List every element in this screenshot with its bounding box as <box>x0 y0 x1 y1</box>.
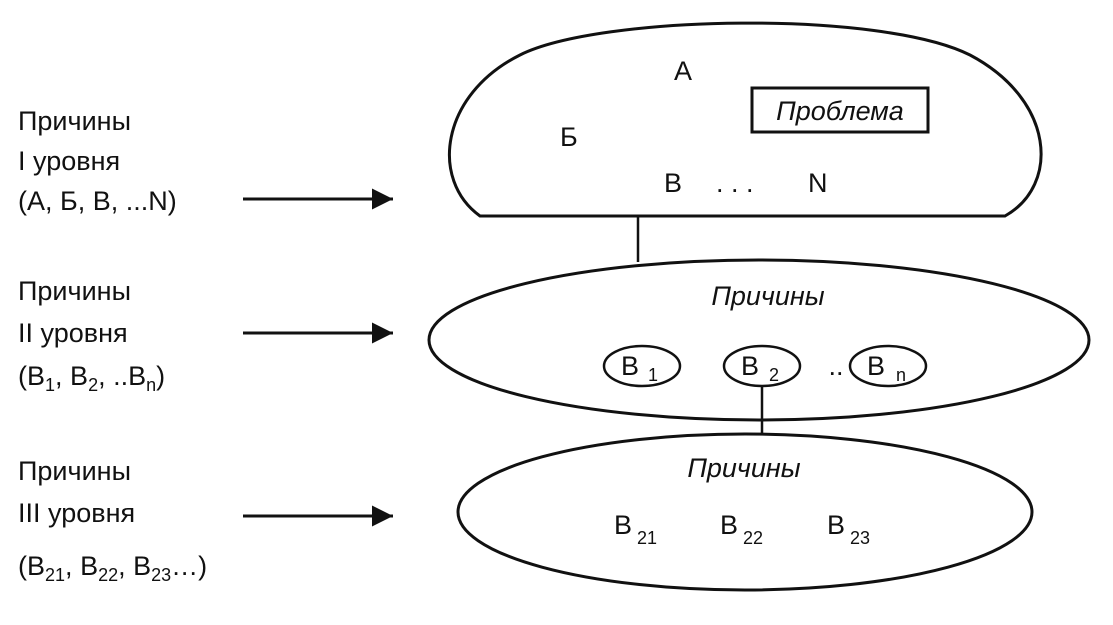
cause-b21-sub: 21 <box>637 528 657 548</box>
level-3-title: Причины <box>18 456 131 486</box>
cause-b22: В 22 <box>720 510 763 548</box>
level-3-ellipse-title: Причины <box>687 453 800 483</box>
problem-dome <box>448 21 1043 218</box>
level-1-title: Причины <box>18 106 131 136</box>
cause-b21-base: В <box>614 510 632 540</box>
cause-b1-sub: 1 <box>648 365 658 385</box>
cause-b23: В 23 <box>827 510 870 548</box>
cause-v: В <box>664 168 682 198</box>
cause-bn-base: В <box>867 351 885 381</box>
level-3-label: Причины III уровня (В21, В22, В23…) <box>18 456 207 585</box>
cause-b1-node: В 1 <box>602 344 682 388</box>
cause-a: А <box>674 56 692 86</box>
cause-bn-node: В n <box>848 344 928 388</box>
level-2-ellipse <box>427 258 1091 422</box>
cause-dots: . . . <box>716 168 754 198</box>
level-1-list: (А, Б, В, ...N) <box>18 186 177 216</box>
middle-dots: .. <box>828 351 843 381</box>
level-2-title: Причины <box>18 276 131 306</box>
cause-b22-sub: 22 <box>743 528 763 548</box>
level-2-ellipse-title: Причины <box>711 281 824 311</box>
cause-b2-node: В 2 <box>722 344 802 388</box>
problem-label: Проблема <box>776 96 904 126</box>
cause-b2-sub: 2 <box>769 365 779 385</box>
cause-b: Б <box>560 122 578 152</box>
level-1-subtitle: I уровня <box>18 146 120 176</box>
level-1-label: Причины I уровня (А, Б, В, ...N) <box>18 106 177 216</box>
level-3-subtitle: III уровня <box>18 498 135 528</box>
cause-b23-base: В <box>827 510 845 540</box>
problem-box <box>750 86 930 134</box>
level-3-ellipse <box>456 432 1034 592</box>
cause-bn-sub: n <box>896 365 906 385</box>
level-2-list: (В1, В2, ..Вn) <box>18 361 165 395</box>
cause-b23-sub: 23 <box>850 528 870 548</box>
cause-b2-base: В <box>741 351 759 381</box>
level-3-list: (В21, В22, В23…) <box>18 551 207 585</box>
cause-b22-base: В <box>720 510 738 540</box>
cause-b21: В 21 <box>614 510 657 548</box>
cause-b1-base: В <box>621 351 639 381</box>
level-2-subtitle: II уровня <box>18 318 128 348</box>
cause-n: N <box>808 168 828 198</box>
level-2-label: Причины II уровня (В1, В2, ..Вn) <box>18 276 165 395</box>
